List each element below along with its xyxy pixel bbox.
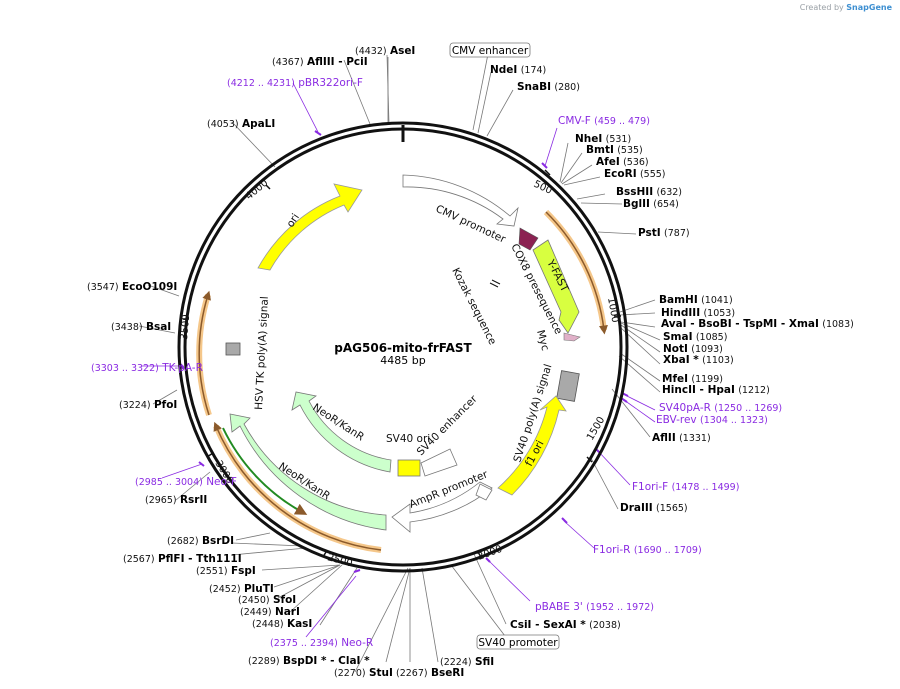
site-label-bspdi: (2289) BspDI * - ClaI * bbox=[248, 655, 370, 667]
site-label-sfii: (2224) SfiI bbox=[440, 656, 494, 668]
feature-hsv-tk-polya bbox=[225, 342, 241, 356]
site-label-snabi: SnaBI (280) bbox=[517, 81, 580, 93]
site-label-neo-f: (2985 .. 3004) Neo-F bbox=[135, 476, 237, 488]
feature-neor-outer bbox=[229, 413, 387, 531]
site-label-ecori: EcoRI (555) bbox=[604, 168, 666, 180]
site-label-asei: (4432) AseI bbox=[355, 45, 415, 57]
feature-kozak bbox=[491, 279, 501, 285]
feature-ampr-small bbox=[475, 483, 493, 501]
label-hsv-tk: HSV TK poly(A) signal bbox=[253, 296, 271, 410]
feature-cmv-promoter bbox=[402, 174, 519, 227]
site-label-sfoi: (2450) SfoI bbox=[238, 594, 296, 606]
plasmid-name: pAG506-mito-frFAST bbox=[334, 341, 472, 355]
tick-label-500: 500 bbox=[532, 179, 554, 197]
site-label-pfoi: (3224) PfoI bbox=[119, 399, 177, 411]
site-label-hincii: HincII - HpaI (1212) bbox=[662, 384, 770, 396]
feature-myc bbox=[563, 332, 581, 342]
site-label-pluti: (2452) PluTI bbox=[209, 583, 274, 595]
leader-lines bbox=[138, 53, 661, 673]
label-kozak: Kozak sequence bbox=[449, 266, 498, 347]
feature-sv40-polya bbox=[556, 370, 580, 402]
feature-cox8 bbox=[518, 227, 539, 251]
site-label-nari: (2449) NarI bbox=[240, 606, 300, 618]
site-label-ndei: NdeI (174) bbox=[490, 64, 546, 76]
site-label-pbabe: pBABE 3' (1952 .. 1972) bbox=[535, 601, 654, 613]
site-label-cmv-f: CMV-F (459 .. 479) bbox=[558, 115, 650, 127]
site-label-noti: NotI (1093) bbox=[663, 343, 723, 355]
site-label-bsai: (3438) BsaI bbox=[111, 321, 171, 333]
feature-f1-ori bbox=[497, 395, 567, 496]
site-label-afliii: (4367) AflIII - PciI bbox=[272, 56, 368, 68]
site-label-mfei: MfeI (1199) bbox=[662, 373, 723, 385]
feature-ori bbox=[257, 183, 363, 271]
site-label-pbr322ori-f: (4212 .. 4231) pBR322ori-F bbox=[227, 77, 363, 89]
svg-text:CMV enhancer: CMV enhancer bbox=[452, 45, 529, 57]
site-label-bglii: BglII (654) bbox=[623, 198, 679, 210]
site-label-bmti: BmtI (535) bbox=[586, 144, 643, 156]
site-label-ebv-rev: EBV-rev (1304 .. 1323) bbox=[656, 414, 768, 426]
site-label-afei: AfeI (536) bbox=[596, 156, 649, 168]
tick-label-3500: 3500 bbox=[179, 314, 192, 340]
site-label-neo-r: (2375 .. 2394) Neo-R bbox=[270, 637, 373, 649]
tick-label-1000: 1000 bbox=[605, 297, 620, 324]
site-label-tk-pa-r: (3303 .. 3322) TK-pA-R bbox=[91, 362, 203, 374]
tick-label-2000: 2000 bbox=[476, 544, 504, 563]
plasmid-length: 4485 bp bbox=[380, 354, 425, 367]
site-label-stui: (2270) StuI bbox=[334, 667, 393, 679]
feature-sv40-ori bbox=[397, 459, 421, 477]
label-myc: Myc bbox=[534, 329, 551, 353]
boxed-label-cmv-enhancer: CMV enhancer bbox=[449, 42, 531, 58]
site-label-sv40pa-r: SV40pA-R (1250 .. 1269) bbox=[659, 402, 782, 414]
site-label-f1ori-f: F1ori-F (1478 .. 1499) bbox=[632, 481, 739, 493]
feature-neor-inner bbox=[291, 391, 392, 473]
svg-text:SV40 promoter: SV40 promoter bbox=[478, 637, 558, 649]
site-label-hindiii: HindIII (1053) bbox=[661, 307, 735, 319]
boxed-label-sv40-promoter: SV40 promoter bbox=[476, 634, 560, 650]
feature-sv40-enhancer bbox=[420, 448, 458, 477]
site-label-smai: SmaI (1085) bbox=[663, 331, 727, 343]
site-label-rsrii: (2965) RsrII bbox=[145, 494, 207, 506]
site-label-bamhi: BamHI (1041) bbox=[659, 294, 733, 306]
backbone-outer bbox=[177, 121, 629, 573]
site-label-apali: (4053) ApaLI bbox=[207, 118, 275, 130]
site-labels: NdeI (174) SnaBI (280) CMV-F (459 .. 479) N… bbox=[87, 45, 854, 679]
site-label-ecoo109i: (3547) EcoO109I bbox=[87, 281, 177, 293]
site-label-kasi: (2448) KasI bbox=[252, 618, 312, 630]
feature-y-fast bbox=[532, 239, 580, 334]
label-sv40-ori: SV40 ori bbox=[386, 433, 430, 445]
primer-leaders bbox=[142, 82, 656, 638]
snapgene-watermark: Created by SnapGene bbox=[799, 3, 892, 12]
tick-label-4000: 4000 bbox=[244, 178, 271, 203]
site-label-xbai: XbaI * (1103) bbox=[663, 354, 734, 366]
site-label-fspi: (2551) FspI bbox=[196, 565, 256, 577]
site-label-draiii: DraIII (1565) bbox=[620, 502, 688, 514]
feature-ampr-promoter bbox=[391, 481, 493, 533]
site-label-nhei: NheI (531) bbox=[575, 133, 631, 145]
site-label-pflfi: (2567) PflFI - Tth111I bbox=[123, 553, 242, 565]
site-label-avai: AvaI - BsoBI - TspMI - XmaI (1083) bbox=[661, 318, 854, 330]
site-label-bsrdi: (2682) BsrDI bbox=[167, 535, 234, 547]
site-label-csii: CsiI - SexAI * (2038) bbox=[510, 619, 621, 631]
label-sv40-enhancer: SV40 enhancer bbox=[415, 393, 481, 459]
site-label-bsshii: BssHII (632) bbox=[616, 186, 682, 198]
site-label-psti: PstI (787) bbox=[638, 227, 690, 239]
orange-bands bbox=[196, 209, 608, 553]
site-label-aflii: AflII (1331) bbox=[652, 432, 711, 444]
ruler-ticks bbox=[183, 169, 621, 558]
site-label-f1ori-r: F1ori-R (1690 .. 1709) bbox=[593, 544, 702, 556]
site-label-bseri: (2267) BseRI bbox=[396, 667, 464, 679]
